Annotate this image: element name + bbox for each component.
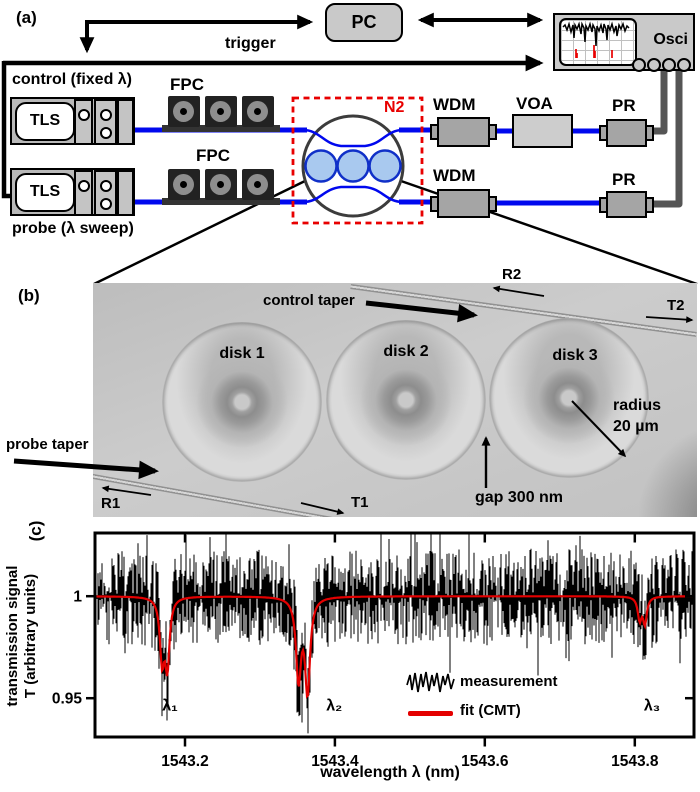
osci-cable-bottom xyxy=(644,67,683,208)
radius-label: radius 20 µm xyxy=(613,395,661,437)
measurement-trace xyxy=(95,533,694,734)
wdm-bottom-label: WDM xyxy=(433,166,476,185)
microdisk-sketch-3 xyxy=(368,149,402,183)
chart-y-axis-label: transmission signal T (arbitrary units) xyxy=(4,530,42,742)
resonance-label: λ₃ xyxy=(644,698,660,715)
pr-bottom-label: PR xyxy=(612,170,636,189)
tls-control-unit: TLS xyxy=(10,97,135,145)
x-tick-label: 1543.4 xyxy=(311,753,359,770)
probe-source-label: probe (λ sweep) xyxy=(12,220,134,237)
pr-top-label: PR xyxy=(612,96,636,115)
x-tick-label: 1543.8 xyxy=(611,753,659,770)
y-tick-label: 0.95 xyxy=(52,691,83,708)
control-source-label: control (fixed λ) xyxy=(12,71,133,88)
voa-box xyxy=(512,114,573,148)
panel-b-tag: (b) xyxy=(18,286,40,305)
tls-probe-unit: TLS xyxy=(10,168,135,216)
x-tick-label: 1543.6 xyxy=(461,753,509,770)
axis-frame xyxy=(93,531,696,739)
fpc-control-paddles xyxy=(162,96,280,134)
chart-x-axis-label: wavelength λ (nm) xyxy=(320,764,460,781)
micrograph-image: control taper disk 1 disk 2 disk 3 T2 R1… xyxy=(93,283,697,517)
probe-taper-label: probe taper xyxy=(6,436,89,453)
microdisk-sketch-2 xyxy=(336,149,370,183)
n2-dashed-box xyxy=(291,96,424,225)
pc-box: PC xyxy=(325,3,403,42)
control-taper-sketch xyxy=(302,128,404,148)
microdisk-sketch-1 xyxy=(304,149,338,183)
disk1-label: disk 1 xyxy=(219,345,265,362)
resonance-label: λ₁ xyxy=(162,698,178,715)
y-axis-label-line2: T (arbitrary units) xyxy=(22,573,39,699)
t2-label: T2 xyxy=(667,297,685,314)
oscilloscope-screen xyxy=(559,18,637,66)
pr-bottom-box xyxy=(599,191,654,218)
trigger-label: trigger xyxy=(225,35,276,52)
y-axis-label-line1: transmission signal xyxy=(4,565,21,707)
r1-label: R1 xyxy=(101,495,121,512)
oscilloscope-box: Osci xyxy=(553,13,695,72)
probe-taper-sketch xyxy=(302,185,404,204)
probe-taper-fiber xyxy=(93,473,340,517)
pc-label: PC xyxy=(351,12,377,32)
osci-knob-3 xyxy=(662,58,676,72)
tls-panel xyxy=(117,170,134,216)
oscilloscope-trace xyxy=(562,21,630,58)
wdm-top-box xyxy=(430,117,497,147)
x-tick-label: 1543.2 xyxy=(161,753,208,770)
fit-curve xyxy=(96,595,693,699)
legend-measurement-label: measurement xyxy=(460,673,558,690)
r2-label: R2 xyxy=(502,266,522,283)
transmission-chart: 1543.2 1543.4 1543.6 1543.8 1 0.95 λ₁ λ₂ λ₃ xyxy=(52,531,696,770)
tls-panel xyxy=(74,99,93,145)
tls-panel xyxy=(94,170,117,216)
radius-label-line2: 20 µm xyxy=(613,418,659,435)
control-taper-label: control taper xyxy=(263,292,355,309)
fpc-top-label: FPC xyxy=(170,75,204,94)
wdm-bottom-box xyxy=(430,189,497,218)
fit-line-swatch xyxy=(408,711,453,716)
disk3-label: disk 3 xyxy=(552,347,598,364)
osci-knob-1 xyxy=(632,58,646,72)
disk2-label: disk 2 xyxy=(383,343,429,360)
microdisk-1 xyxy=(162,322,322,482)
microdisk-2 xyxy=(326,320,486,480)
tls-panel xyxy=(74,170,93,216)
fpc-probe-paddles xyxy=(162,169,280,207)
tls-probe-label: TLS xyxy=(15,173,75,212)
legend-fit-label: fit (CMT) xyxy=(460,702,521,719)
t1-label: T1 xyxy=(351,494,369,511)
tls-control-label: TLS xyxy=(15,102,75,141)
osci-knob-2 xyxy=(647,58,661,72)
voa-label: VOA xyxy=(516,94,553,113)
y-tick-label: 1 xyxy=(73,589,82,606)
microdisk-sketch-group xyxy=(304,149,402,183)
trigger-branch-line xyxy=(1,61,12,199)
wdm-top-label: WDM xyxy=(433,95,476,114)
osci-cable-top xyxy=(644,67,668,135)
fpc-bottom-label: FPC xyxy=(196,146,230,165)
n2-label: N2 xyxy=(384,99,405,116)
pr-top-box xyxy=(599,119,654,147)
resonance-label: λ₂ xyxy=(326,698,342,715)
panel-a-tag: (a) xyxy=(16,8,37,27)
radius-label-line1: radius xyxy=(613,397,662,414)
osci-knob-4 xyxy=(677,58,691,72)
tls-panel xyxy=(94,99,117,145)
osci-label: Osci xyxy=(653,31,688,48)
measurement-squiggle-icon xyxy=(406,671,455,693)
tls-panel xyxy=(117,99,134,145)
gap-label: gap 300 nm xyxy=(475,489,564,506)
